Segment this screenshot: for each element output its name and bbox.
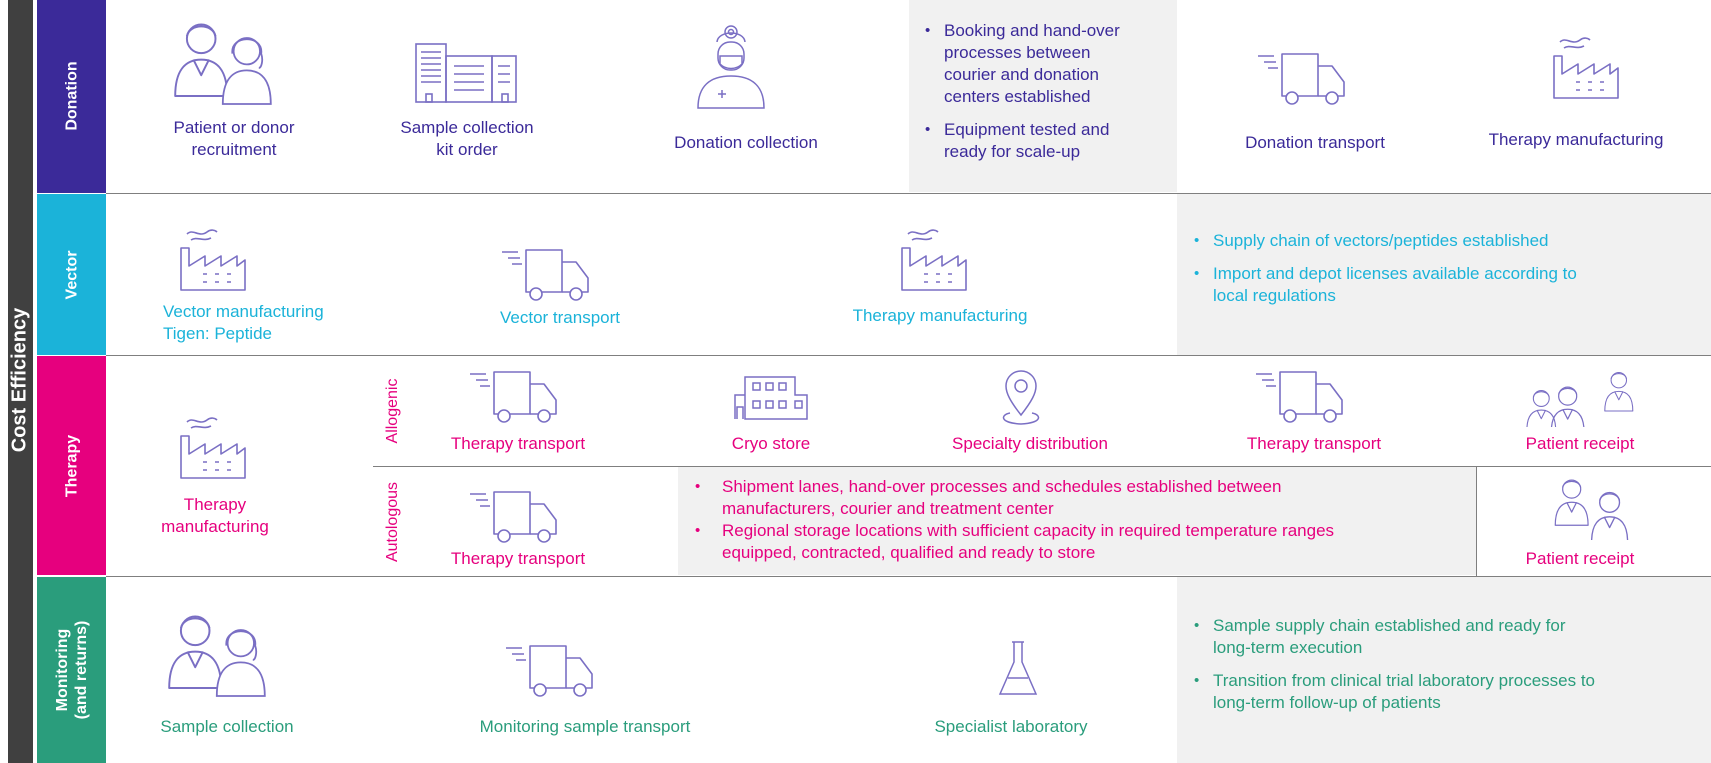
monitoring-band <box>37 577 106 763</box>
allogenic-label: Allogenic <box>384 378 401 444</box>
divider-donation-vector <box>106 193 1711 194</box>
monitoring-label: Monitoring (and returns) <box>53 621 91 720</box>
divider-therapy-monitoring <box>106 576 1711 577</box>
step-specialty-distribution: Specialty distribution <box>952 434 1108 453</box>
step-monitoring-sample-transport: Monitoring sample transport <box>479 717 691 736</box>
surgeon-icon <box>696 22 766 110</box>
step-allogenic-therapy-transport-2: Therapy transport <box>1246 434 1382 453</box>
divider-allogenic-autologous <box>373 466 1711 467</box>
monitoring-bullet-1: Sample supply chain established and read… <box>1187 615 1707 659</box>
monitoring-label-line-2: (and returns) <box>73 620 90 720</box>
therapy-bullet-2: Regional storage locations with sufficie… <box>688 520 1468 564</box>
factory-icon <box>177 414 249 482</box>
monitoring-bullet-2: Transition from clinical trial laborator… <box>1187 670 1707 714</box>
cost-efficiency-label: Cost Efficiency <box>8 307 31 453</box>
vector-band <box>37 194 106 355</box>
donation-label: Donation <box>63 61 81 131</box>
truck-icon <box>504 636 600 700</box>
factory-icon <box>898 226 970 294</box>
truck-icon <box>1254 362 1350 426</box>
factory-icon <box>1550 34 1622 102</box>
autologous-label: Autologous <box>384 481 401 563</box>
vector-bullets: Supply chain of vectors/peptides establi… <box>1187 230 1707 318</box>
truck-icon <box>1256 44 1352 108</box>
step-vector-transport: Vector transport <box>499 308 621 327</box>
truck-icon <box>468 482 564 546</box>
patients-icon <box>1524 367 1638 427</box>
donation-band <box>37 0 106 193</box>
step-cryo-store: Cryo store <box>731 434 811 453</box>
monitoring-label-line-1: Monitoring <box>54 628 71 712</box>
step-sample-collection: Sample collection <box>160 717 294 736</box>
vector-label: Vector <box>63 250 81 300</box>
factory-icon <box>177 226 249 294</box>
therapy-bullet-1: Shipment lanes, hand-over processes and … <box>688 476 1468 520</box>
step-vector-therapy-manufacturing: Therapy manufacturing <box>852 306 1028 325</box>
truck-icon <box>468 362 564 426</box>
location-pin-icon <box>996 369 1046 427</box>
step-allogenic-therapy-transport-1: Therapy transport <box>450 434 586 453</box>
step-autologous-therapy-transport: Therapy transport <box>450 549 586 568</box>
therapy-bullets: Shipment lanes, hand-over processes and … <box>688 476 1468 564</box>
step-specialist-laboratory: Specialist laboratory <box>934 717 1088 736</box>
therapy-label: Therapy <box>63 434 81 498</box>
people-icon <box>160 606 278 700</box>
divider-vector-therapy <box>106 355 1711 356</box>
warehouse-icon <box>733 373 809 421</box>
step-therapy-manufacturing: Therapy manufacturing <box>1488 130 1664 149</box>
step-autologous-patient-receipt: Patient receipt <box>1525 549 1635 568</box>
patients-icon <box>1550 474 1634 540</box>
vector-bullet-2: Import and depot licenses available acco… <box>1187 263 1707 307</box>
cost-efficiency-bar <box>8 0 33 763</box>
people-icon <box>166 14 284 108</box>
therapy-band <box>37 356 106 575</box>
vector-bullet-1: Supply chain of vectors/peptides establi… <box>1187 230 1707 252</box>
truck-icon <box>500 240 596 304</box>
kit-icon <box>414 42 518 104</box>
divider-autologous-patient <box>1476 466 1477 576</box>
step-allogenic-patient-receipt: Patient receipt <box>1525 434 1635 453</box>
flask-icon <box>996 640 1040 698</box>
step-donation-collection: Donation collection <box>674 133 818 152</box>
step-donation-transport: Donation transport <box>1245 133 1385 152</box>
monitoring-bullets: Sample supply chain established and read… <box>1187 615 1707 725</box>
